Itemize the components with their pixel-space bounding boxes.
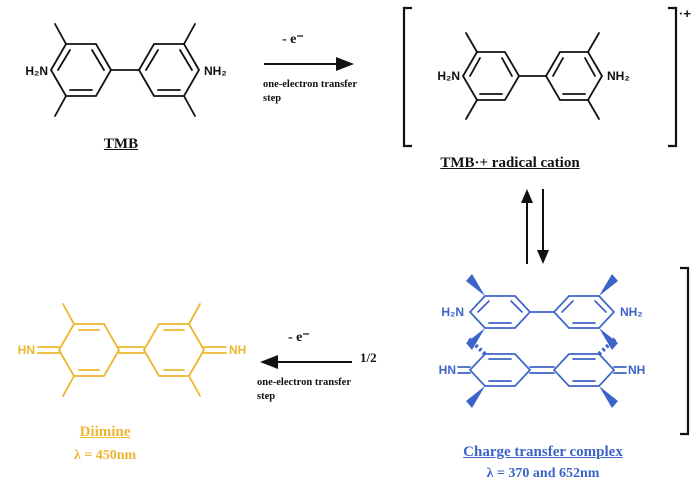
bottom-arrow-label: - e⁻: [288, 330, 310, 345]
bottom-step-line2: step: [257, 390, 276, 402]
charge-transfer-complex-label: Charge transfer complex: [463, 444, 623, 460]
radical-cation-label: TMB·+ radical cation: [440, 155, 580, 171]
right-bracket: [668, 6, 678, 148]
top-step-line1: one-electron transfer: [263, 79, 357, 90]
top-arrow-label: - e⁻: [282, 32, 304, 47]
top-arrow-step-label: one-electron transfer step: [263, 78, 373, 105]
ctc-amine-left-label: H₂N: [441, 305, 464, 319]
radical-cation-structure: ·+ H₂N NH₂: [396, 2, 694, 157]
radical-amine-right-label: NH₂: [607, 69, 630, 83]
diimine-imine-left-label: HN: [18, 343, 35, 357]
stoichiometry-label: 1/2: [360, 350, 377, 365]
ctc-amine-right-label: NH₂: [620, 305, 643, 319]
tmb-structure-drawing: H₂N NH₂: [25, 23, 227, 117]
bottom-reaction-arrow: [260, 355, 352, 369]
charge-transfer-complex-drawing: H₂N NH₂ HN NH: [439, 266, 690, 436]
charge-transfer-complex-wavelength: λ = 370 and 652nm: [486, 466, 600, 481]
diimine-label: Diimine: [79, 424, 131, 440]
bottom-step-line1: one-electron transfer: [257, 377, 351, 388]
tmb-structure: H₂N NH₂ TMB: [6, 8, 256, 153]
equilibrium-arrows: [521, 189, 549, 264]
left-bracket: [402, 6, 412, 148]
charge-transfer-complex-structure: H₂N NH₂ HN NH: [398, 262, 696, 445]
bottom-arrow-step-label: one-electron transfer step: [257, 376, 367, 403]
right-bracket: [680, 266, 690, 436]
radical-charge-label: ·+: [679, 6, 691, 21]
tmb-amine-right-label: NH₂: [204, 64, 227, 78]
diimine-wavelength: λ = 450nm: [73, 448, 137, 463]
diimine-imine-right-label: NH: [229, 343, 246, 357]
tmb-label: TMB: [103, 136, 139, 152]
radical-cation-drawing: ·+ H₂N NH₂: [402, 6, 691, 148]
ctc-imine-right-label: NH: [628, 363, 645, 377]
tmb-amine-left-label: H₂N: [25, 64, 48, 78]
radical-amine-left-label: H₂N: [437, 69, 460, 83]
ctc-imine-left-label: HN: [439, 363, 456, 377]
diimine-drawing: HN NH: [18, 303, 246, 397]
top-reaction-arrow: [264, 57, 354, 71]
top-step-line2: step: [263, 92, 282, 104]
diimine-structure: HN NH: [4, 288, 274, 423]
